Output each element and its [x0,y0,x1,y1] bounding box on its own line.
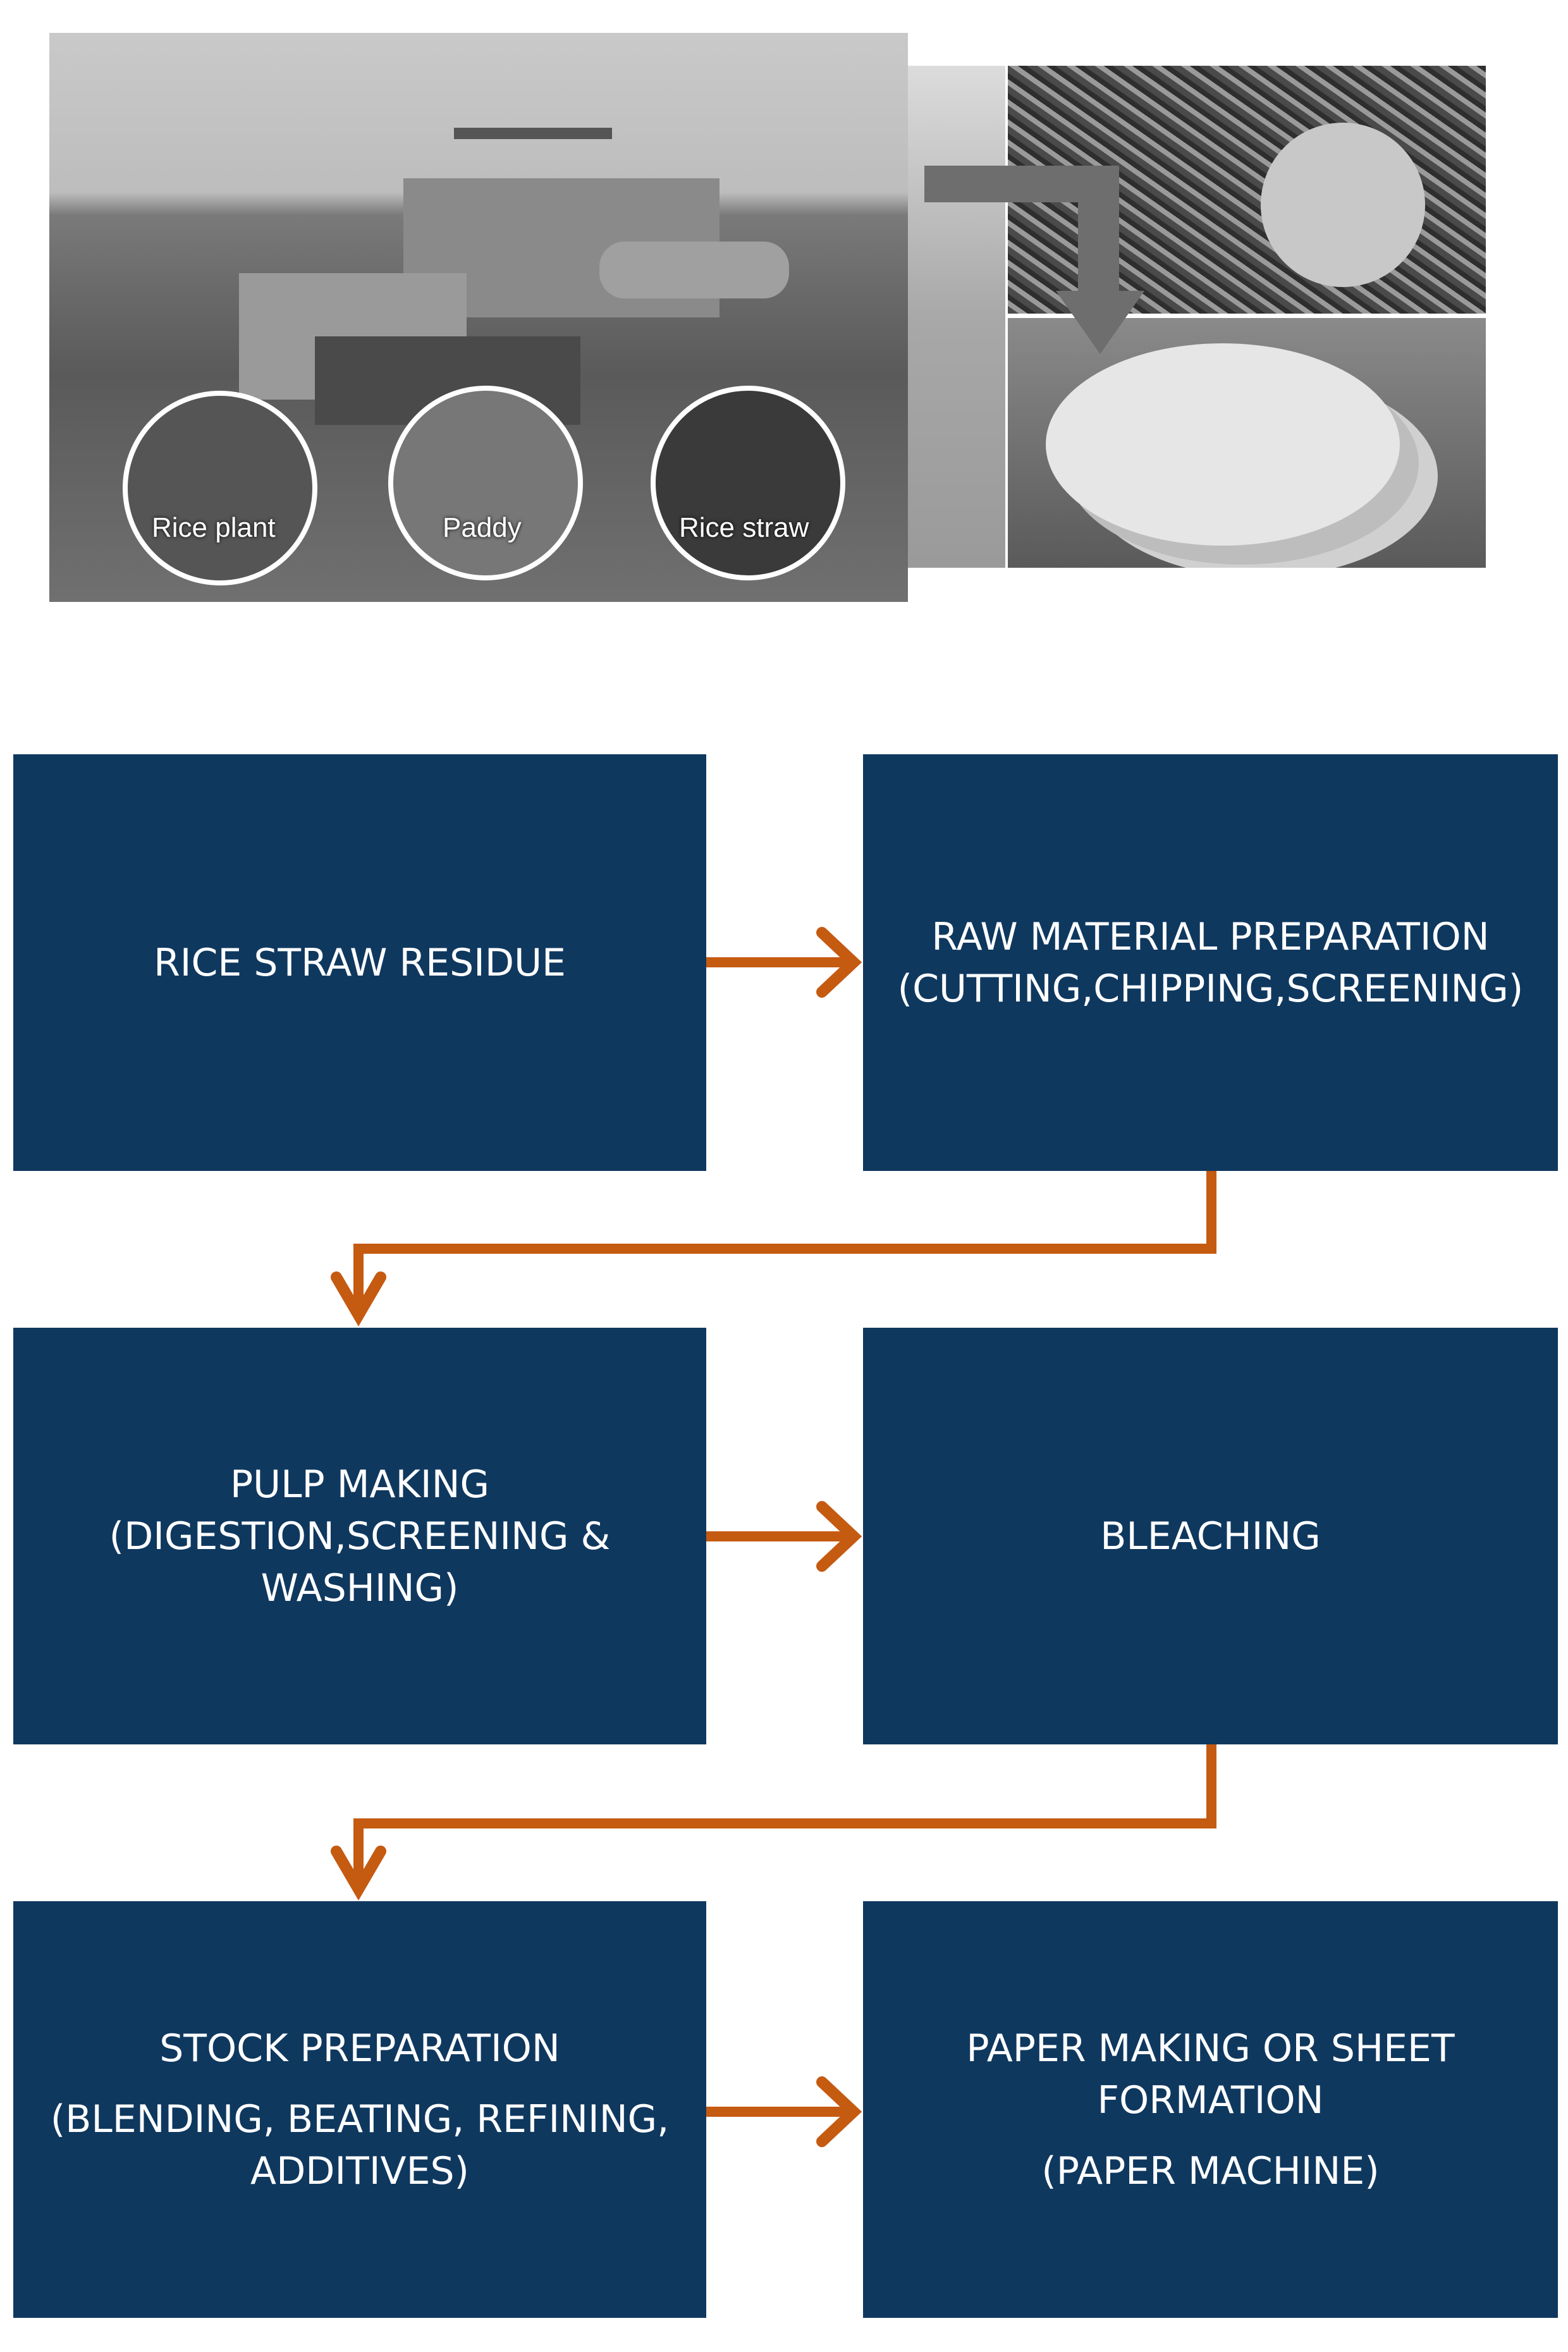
step-subtext: ADDITIVES) [250,2148,469,2193]
step-text: PULP MAKING [230,1462,489,1507]
step-subtext: (DIGESTION,SCREENING & [109,1514,611,1559]
step-subtext: (PAPER MACHINE) [1041,2148,1380,2193]
step-bleaching: BLEACHING [863,1328,1558,1744]
step-paper-making: PAPER MAKING OR SHEET FORMATION (PAPER M… [863,1901,1558,2318]
harvester-illustration [123,128,845,585]
label-paddy: Paddy [443,512,522,543]
step-text: RAW MATERIAL PREPARATION [931,914,1490,959]
step-raw-material-preparation: RAW MATERIAL PREPARATION (CUTTING,CHIPPI… [863,754,1558,1171]
step-stock-preparation: STOCK PREPARATION (BLENDING, BEATING, RE… [13,1901,706,2318]
step-subtext: (BLENDING, BEATING, REFINING, [50,2097,670,2141]
grey-process-arrow-icon [924,166,1144,354]
arrow-right-icon [706,2076,862,2147]
texture-strip-image [908,66,1005,568]
arrow-elbow-down-icon [331,1744,1216,1901]
label-rice-plant: Rice plant [152,512,276,543]
arrow-right-icon [706,927,862,998]
step-subtext: (CUTTING,CHIPPING,SCREENING) [897,966,1524,1011]
label-rice-straw: Rice straw [679,512,809,543]
harvester-photo: Rice plant Paddy Rice straw [49,33,908,602]
paper-plates-image [1008,318,1486,568]
step-pulp-making: PULP MAKING (DIGESTION,SCREENING & WASHI… [13,1328,706,1744]
step-text: BLEACHING [1100,1514,1321,1559]
step-text: RICE STRAW RESIDUE [154,940,566,985]
arrow-right-icon [706,1501,862,1572]
step-text: FORMATION [1097,2078,1324,2122]
arrow-elbow-down-icon [331,1171,1216,1326]
step-text: STOCK PREPARATION [159,2026,560,2071]
step-subtext: WASHING) [260,1565,459,1610]
step-rice-straw-residue: RICE STRAW RESIDUE [13,754,706,1171]
step-text: PAPER MAKING OR SHEET [966,2026,1455,2071]
